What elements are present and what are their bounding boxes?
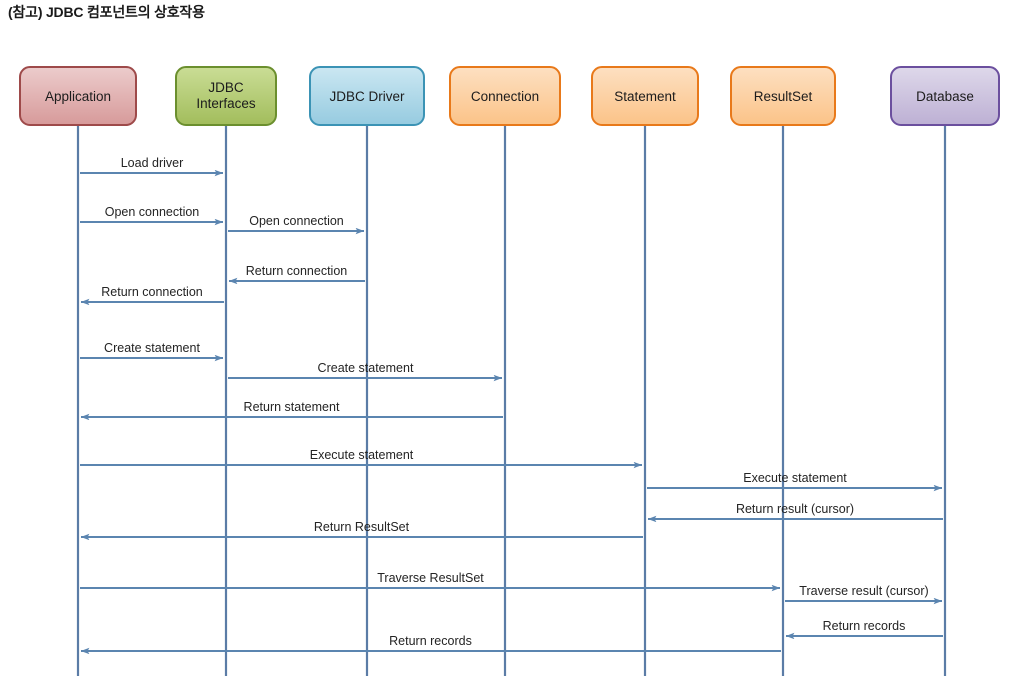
message-m12: Return ResultSet: [80, 520, 643, 541]
actor-label: Application: [45, 89, 111, 104]
actor-statement[interactable]: Statement: [591, 66, 699, 126]
actor-box[interactable]: [591, 66, 699, 126]
message-label: Load driver: [121, 156, 184, 170]
message-m11: Return result (cursor): [647, 502, 943, 523]
message-label: Create statement: [318, 361, 414, 375]
message-label: Traverse ResultSet: [377, 571, 484, 585]
message-m7: Create statement: [228, 361, 503, 382]
message-m14: Traverse result (cursor): [785, 584, 943, 605]
message-m4: Return connection: [228, 264, 365, 285]
actor-box[interactable]: [449, 66, 561, 126]
message-label: Return records: [823, 619, 906, 633]
message-label: Open connection: [249, 214, 344, 228]
message-m3: Open connection: [228, 214, 365, 235]
message-m8: Return statement: [80, 400, 503, 421]
message-label: Create statement: [104, 341, 200, 355]
message-label: Traverse result (cursor): [799, 584, 928, 598]
message-label: Return ResultSet: [314, 520, 410, 534]
message-label: Execute statement: [310, 448, 414, 462]
actor-jdbc-driver[interactable]: JDBC Driver: [309, 66, 425, 126]
message-label: Return connection: [246, 264, 348, 278]
actor-connection[interactable]: Connection: [449, 66, 561, 126]
actor-label: Connection: [471, 89, 539, 104]
actor-label: Database: [916, 89, 974, 104]
message-m1: Load driver: [80, 156, 224, 177]
message-label: Return connection: [101, 285, 203, 299]
message-label: Open connection: [105, 205, 200, 219]
actor-box[interactable]: [175, 66, 277, 126]
lifelines-layer: [76, 125, 947, 676]
message-label: Return result (cursor): [736, 502, 854, 516]
message-m6: Create statement: [80, 341, 224, 362]
message-m10: Execute statement: [647, 471, 943, 492]
actor-label: ResultSet: [754, 89, 813, 104]
actor-box[interactable]: [19, 66, 137, 126]
message-label: Execute statement: [743, 471, 847, 485]
message-m9: Execute statement: [80, 448, 643, 469]
actor-database[interactable]: Database: [890, 66, 1000, 126]
message-label: Return records: [389, 634, 472, 648]
message-m16: Return records: [80, 634, 781, 655]
page-title: (참고) JDBC 컴포넌트의 상호작용: [8, 4, 205, 20]
message-label: Return statement: [244, 400, 340, 414]
actor-resultset[interactable]: ResultSet: [730, 66, 836, 126]
message-m2: Open connection: [80, 205, 224, 226]
actor-box[interactable]: [730, 66, 836, 126]
actor-box[interactable]: [890, 66, 1000, 126]
actor-application[interactable]: Application: [19, 66, 137, 126]
message-m15: Return records: [785, 619, 943, 640]
message-m13: Traverse ResultSet: [80, 571, 781, 592]
actor-label: JDBC Driver: [329, 89, 405, 104]
actor-box[interactable]: [309, 66, 425, 126]
actor-label: Statement: [614, 89, 676, 104]
message-m5: Return connection: [80, 285, 224, 306]
